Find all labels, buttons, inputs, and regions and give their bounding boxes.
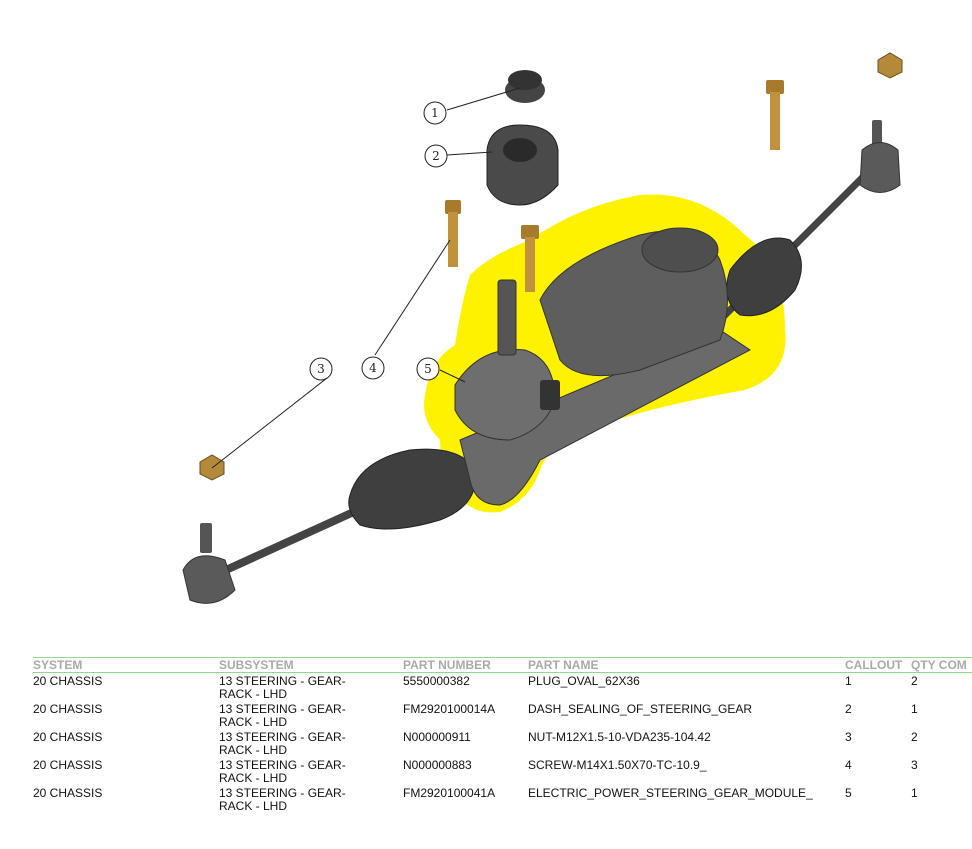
cell-subsystem: 13 STEERING - GEAR-RACK - LHD: [219, 702, 346, 729]
table-row: 20 CHASSIS 13 STEERING - GEAR-RACK - LHD…: [33, 757, 972, 785]
screw-left: [445, 200, 461, 267]
callout-leader-5: [439, 369, 466, 383]
cell-qty: 1: [911, 702, 918, 716]
header-system: SYSTEM: [33, 657, 219, 673]
parts-table: SYSTEM SUBSYSTEM PART NUMBER PART NAME C…: [33, 657, 972, 813]
cell-part-name: NUT-M12X1.5-10-VDA235-104.42: [528, 730, 711, 744]
cell-part-number: FM2920100041A: [403, 786, 496, 800]
callout-4: 4: [361, 356, 385, 380]
cell-part-name: DASH_SEALING_OF_STEERING_GEAR: [528, 702, 753, 716]
cell-system: 20 CHASSIS: [33, 702, 103, 716]
callout-5: 5: [416, 357, 440, 381]
cell-subsystem: 13 STEERING - GEAR-RACK - LHD: [219, 786, 346, 813]
screw-right: [766, 80, 784, 150]
callout-3: 3: [309, 357, 333, 381]
cell-part-number: 5550000382: [403, 674, 470, 688]
header-part-name: PART NAME: [528, 657, 845, 673]
rack-housing: [459, 329, 751, 506]
cell-system: 20 CHASSIS: [33, 758, 103, 772]
header-qty: QTY COM: [911, 657, 972, 673]
callout-4-label: 4: [369, 361, 377, 375]
callout-1: 1: [423, 101, 447, 125]
callout-3-label: 3: [317, 362, 325, 376]
cell-qty: 2: [911, 674, 918, 688]
callout-2: 2: [424, 144, 448, 168]
cell-part-name: PLUG_OVAL_62X36: [528, 674, 640, 688]
callout-leader-2: [446, 151, 493, 156]
steering-gear-diagram: 1 2 3 4 5: [182, 52, 903, 604]
cell-callout: 1: [845, 674, 852, 688]
screw-center: [521, 225, 539, 292]
input-shaft: [497, 279, 517, 356]
cell-system: 20 CHASSIS: [33, 786, 103, 800]
cell-qty: 1: [911, 786, 918, 800]
cell-part-number: FM2920100014A: [403, 702, 496, 716]
motor-end-cap: [641, 227, 719, 273]
left-boot: [348, 448, 477, 530]
cell-callout: 4: [845, 758, 852, 772]
table-row: 20 CHASSIS 13 STEERING - GEAR-RACK - LHD…: [33, 673, 972, 702]
header-subsystem: SUBSYSTEM: [219, 657, 403, 673]
right-boot: [726, 237, 802, 317]
cell-qty: 2: [911, 730, 918, 744]
cell-callout: 5: [845, 786, 852, 800]
table-header-row: SYSTEM SUBSYSTEM PART NUMBER PART NAME C…: [33, 657, 972, 673]
cell-part-name: ELECTRIC_POWER_STEERING_GEAR_MODULE_: [528, 786, 813, 800]
header-part-number: PART NUMBER: [403, 657, 528, 673]
callout-leader-3: [211, 377, 328, 469]
table-row: 20 CHASSIS 13 STEERING - GEAR-RACK - LHD…: [33, 785, 972, 813]
callout-5-label: 5: [424, 362, 432, 376]
callout-leader-4: [374, 239, 451, 356]
header-callout: CALLOUT: [845, 657, 911, 673]
cell-subsystem: 13 STEERING - GEAR-RACK - LHD: [219, 758, 346, 785]
left-tie-rod: [182, 496, 384, 604]
cell-system: 20 CHASSIS: [33, 730, 103, 744]
cell-part-name: SCREW-M14X1.50X70-TC-10.9_: [528, 758, 707, 772]
cell-part-number: N000000911: [403, 730, 471, 744]
nut-right: [877, 52, 903, 79]
callout-1-label: 1: [431, 106, 439, 120]
cell-subsystem: 13 STEERING - GEAR-RACK - LHD: [219, 730, 346, 757]
cell-callout: 2: [845, 702, 852, 716]
cell-callout: 3: [845, 730, 852, 744]
cell-qty: 3: [911, 758, 918, 772]
connector: [540, 380, 560, 410]
cell-part-number: N000000883: [403, 758, 472, 772]
callout-2-label: 2: [432, 149, 440, 163]
cell-subsystem: 13 STEERING - GEAR-RACK - LHD: [219, 674, 346, 701]
callout-leader-1: [446, 87, 521, 111]
dash-seal-part: [486, 124, 559, 206]
table-row: 20 CHASSIS 13 STEERING - GEAR-RACK - LHD…: [33, 729, 972, 757]
plug-part: [505, 70, 545, 103]
cell-system: 20 CHASSIS: [33, 674, 103, 688]
table-row: 20 CHASSIS 13 STEERING - GEAR-RACK - LHD…: [33, 701, 972, 729]
